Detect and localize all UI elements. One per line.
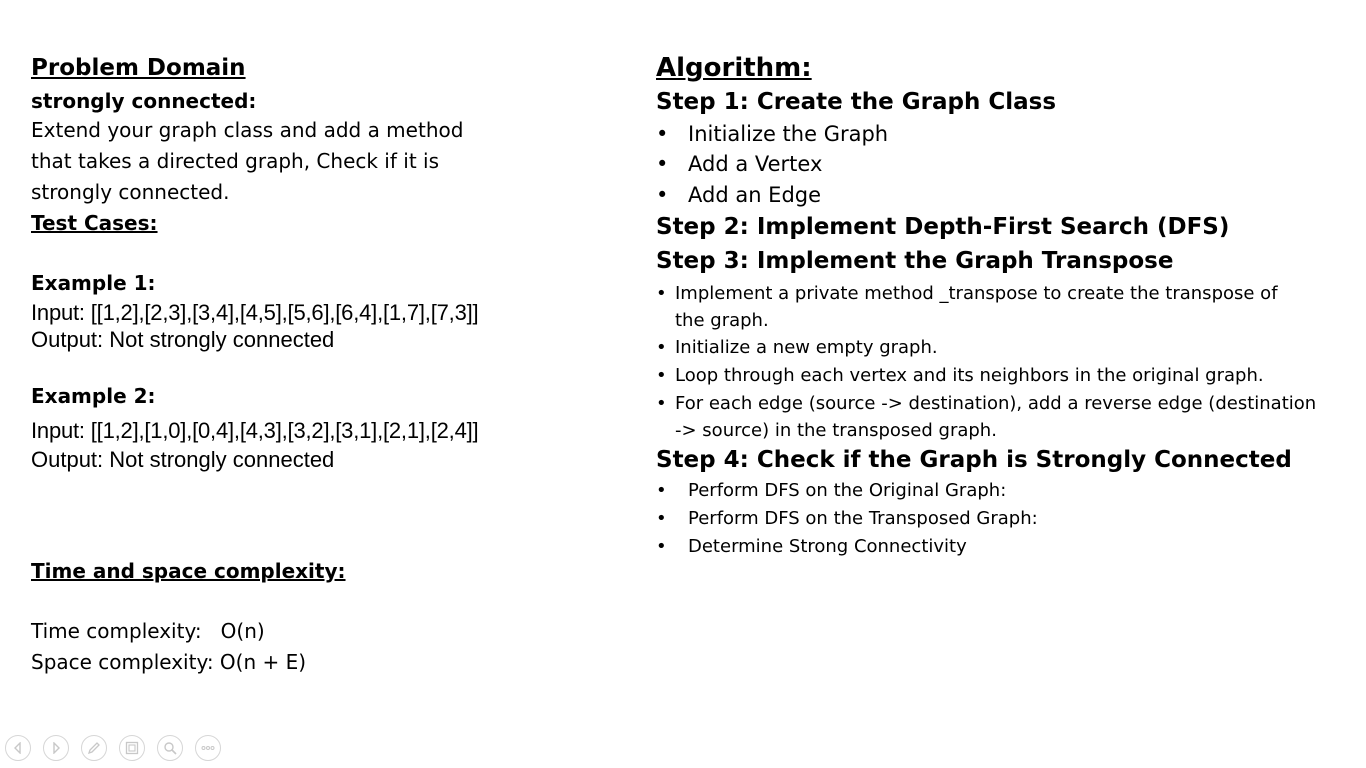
more-options-button[interactable] bbox=[195, 735, 221, 761]
complexity-heading: Time and space complexity: bbox=[31, 559, 346, 583]
next-icon bbox=[53, 742, 60, 754]
step-3-heading: Step 3: Implement the Graph Transpose bbox=[656, 248, 1174, 274]
problem-domain-heading: Problem Domain bbox=[31, 55, 246, 81]
list-item-text: Determine Strong Connectivity bbox=[688, 536, 967, 557]
bullet-icon: • bbox=[656, 508, 667, 529]
bullet-icon: • bbox=[656, 480, 667, 501]
list-item-text: -> source) in the transposed graph. bbox=[675, 420, 997, 441]
zoom-icon bbox=[164, 742, 177, 755]
description-line: strongly connected. bbox=[31, 180, 230, 204]
list-item-text: Initialize the Graph bbox=[688, 122, 889, 146]
step-4-heading: Step 4: Check if the Graph is Strongly C… bbox=[656, 447, 1292, 473]
more-icon bbox=[201, 746, 215, 750]
list-item-text: Loop through each vertex and its neighbo… bbox=[675, 365, 1264, 386]
pen-icon bbox=[87, 742, 100, 755]
list-item-text: Perform DFS on the Transposed Graph: bbox=[688, 508, 1038, 529]
list-item-text: Initialize a new empty graph. bbox=[675, 337, 938, 358]
list-item-text: Perform DFS on the Original Graph: bbox=[688, 480, 1007, 501]
list-item-text: Add a Vertex bbox=[688, 152, 823, 176]
time-complexity: Time complexity: O(n) bbox=[31, 619, 265, 643]
test-cases-heading: Test Cases: bbox=[31, 211, 158, 235]
see-all-slides-button[interactable] bbox=[119, 735, 145, 761]
next-slide-button[interactable] bbox=[43, 735, 69, 761]
slides-icon bbox=[125, 741, 139, 755]
list-item-text: the graph. bbox=[675, 310, 769, 331]
bullet-icon: • bbox=[656, 536, 667, 557]
description-line: Extend your graph class and add a method bbox=[31, 118, 464, 142]
previous-icon bbox=[14, 742, 21, 754]
example-2-title: Example 2: bbox=[31, 384, 156, 408]
bullet-icon: • bbox=[656, 365, 667, 386]
description-line: that takes a directed graph, Check if it… bbox=[31, 149, 439, 173]
bullet-icon: • bbox=[656, 152, 669, 176]
list-item-text: For each edge (source -> destination), a… bbox=[675, 393, 1317, 414]
bullet-icon: • bbox=[656, 393, 667, 414]
list-item-text: Add an Edge bbox=[688, 183, 822, 207]
example-1-input: Input: [[1,2],[2,3],[3,4],[4,5],[5,6],[6… bbox=[31, 300, 479, 325]
pen-tool-button[interactable] bbox=[81, 735, 107, 761]
bullet-icon: • bbox=[656, 283, 667, 304]
step-2-heading: Step 2: Implement Depth-First Search (DF… bbox=[656, 214, 1230, 240]
bullet-icon: • bbox=[656, 122, 669, 146]
example-1-title: Example 1: bbox=[31, 271, 156, 295]
example-2-input: Input: [[1,2],[1,0],[0,4],[4,3],[3,2],[3… bbox=[31, 418, 479, 443]
list-item-text: Implement a private method _transpose to… bbox=[675, 283, 1278, 304]
zoom-button[interactable] bbox=[157, 735, 183, 761]
example-1-output: Output: Not strongly connected bbox=[31, 327, 335, 352]
algorithm-heading: Algorithm: bbox=[656, 53, 812, 83]
bullet-icon: • bbox=[656, 337, 667, 358]
step-1-heading: Step 1: Create the Graph Class bbox=[656, 89, 1057, 115]
problem-subtitle: strongly connected: bbox=[31, 89, 257, 113]
example-2-output: Output: Not strongly connected bbox=[31, 447, 335, 472]
previous-slide-button[interactable] bbox=[5, 735, 31, 761]
space-complexity: Space complexity: O(n + E) bbox=[31, 650, 307, 674]
bullet-icon: • bbox=[656, 183, 669, 207]
